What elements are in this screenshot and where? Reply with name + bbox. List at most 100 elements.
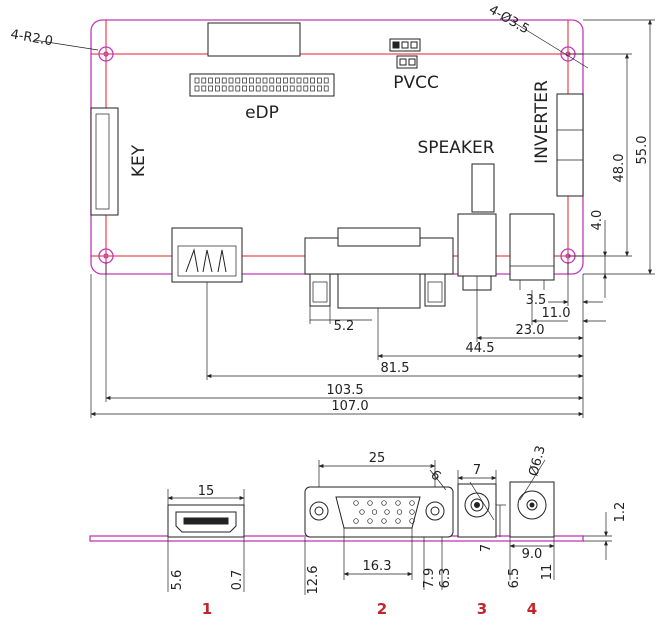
port-number-3: 3: [477, 600, 487, 618]
vga-pin: [381, 518, 387, 524]
edp-pin: [194, 85, 200, 92]
edp-pin: [228, 77, 234, 84]
vga-port-top: [304, 227, 454, 309]
vga-pin: [396, 509, 403, 515]
edp-pin: [269, 77, 275, 84]
edp-pin: [283, 77, 288, 84]
dim-hdmi-width: 15: [198, 484, 215, 499]
edp-pin: [303, 77, 309, 84]
edp-pin: [255, 77, 261, 84]
hdmi-port-top: [171, 227, 243, 283]
edp-pin: [242, 77, 247, 84]
vga-pin: [409, 518, 415, 524]
vga-pin: [367, 518, 373, 524]
vga-pin: [395, 518, 401, 524]
key-connector: [90, 107, 119, 216]
edp-pin: [276, 85, 281, 92]
pvcc-label: PVCC: [393, 73, 439, 93]
edp-pin: [296, 85, 302, 92]
horizontal-dimensions: [90, 262, 606, 418]
edp-pin: [296, 77, 302, 84]
side-view: 1.2 15 5.6 0.7: [89, 444, 628, 618]
vga-port-side: [304, 460, 454, 595]
edp-pin: [228, 85, 234, 92]
edp-pin: [242, 85, 247, 92]
edp-pin: [310, 85, 315, 92]
key-label: KEY: [129, 144, 149, 177]
dim-dc-dia: Ø6.3: [526, 444, 548, 478]
dim-vga-a: 7.9: [422, 568, 437, 589]
edp-pin: [317, 85, 322, 92]
edp-pin: [221, 77, 227, 84]
dim-hdmi-height: 5.6: [170, 570, 185, 591]
dim-vga-height: 12.6: [306, 566, 321, 595]
vga-pin: [381, 500, 387, 506]
vga-pin: [353, 518, 359, 524]
vga-pin: [367, 500, 373, 506]
top-view: eDP PVCC KEY INVERTER SPEAKER: [9, 2, 655, 418]
edp-pin: [289, 85, 295, 92]
vga-pin: [371, 509, 378, 515]
vga-pin: [409, 500, 415, 506]
edp-pin: [235, 85, 241, 92]
dim-audio-height: 7: [479, 544, 494, 552]
edp-label: eDP: [245, 103, 279, 123]
dim-height-overall: 55.0: [635, 136, 650, 165]
dim-dc-b: 11: [540, 564, 555, 581]
board-outline: [90, 19, 584, 275]
edp-pin: [276, 77, 281, 84]
dim-vga-b: 6.3: [438, 568, 453, 589]
edp-pin: [283, 85, 288, 92]
edp-pin: [303, 85, 309, 92]
vertical-dimensions: [568, 19, 655, 298]
dim-pcb-thickness: 1.2: [613, 502, 628, 523]
hdmi-port-side: [167, 489, 245, 592]
dim-dc-offset: 11.0: [542, 306, 571, 321]
port-number-4: 4: [527, 600, 537, 618]
speaker-label: SPEAKER: [417, 138, 494, 158]
vga-pin: [409, 509, 415, 515]
vga-pin: [359, 509, 365, 515]
edp-pin: [323, 85, 329, 92]
edp-pin: [262, 77, 268, 84]
dc-jack-side: [509, 459, 555, 580]
dim-dc-width: 9.0: [522, 547, 543, 562]
dim-height-holes: 48.0: [612, 154, 627, 183]
edp-pin: [194, 77, 200, 84]
dim-audio-width: 7: [473, 463, 481, 478]
edp-connector: [189, 73, 335, 97]
edp-pin: [289, 77, 295, 84]
edp-pin: [310, 77, 315, 84]
edp-pin: [215, 77, 220, 84]
edp-pin: [221, 85, 227, 92]
dim-vga-offset: 44.5: [466, 341, 495, 356]
radius-leader: [33, 39, 99, 51]
edp-pin: [255, 85, 261, 92]
top-component: [207, 22, 301, 57]
vga-pin: [353, 500, 359, 506]
radius-callout: 4-R2.0: [9, 27, 54, 49]
hole-leader: [509, 19, 589, 69]
edp-pin: [215, 85, 220, 92]
vga-pin: [395, 500, 401, 506]
edp-pin: [201, 77, 207, 84]
edp-pin: [269, 85, 275, 92]
dim-vga-c: 6: [427, 468, 443, 485]
dim-hdmi-offset: 0.7: [230, 570, 245, 591]
mounting-holes: [98, 46, 576, 264]
edp-pin: [208, 77, 213, 84]
dim-width-overall: 107.0: [331, 399, 368, 414]
dim-dc-a: 6.5: [507, 568, 522, 589]
audio-jack-side: [457, 470, 506, 538]
inverter-label: INVERTER: [532, 80, 552, 164]
port-number-1: 1: [202, 600, 212, 618]
inverter-connector: [556, 93, 584, 197]
edp-pin: [249, 85, 254, 92]
pvcc-jumper: [389, 38, 421, 69]
edp-pin: [208, 85, 213, 92]
edp-pin: [323, 77, 329, 84]
edp-pin: [317, 77, 322, 84]
dim-vga-screw: 5.2: [334, 319, 355, 334]
dim-hdmi-offset: 81.5: [381, 361, 410, 376]
